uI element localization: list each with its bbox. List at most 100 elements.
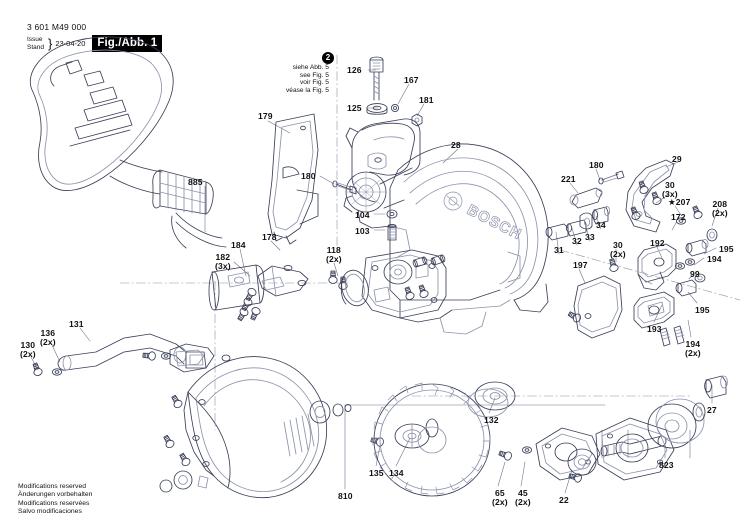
callout-132[interactable]: 132 bbox=[484, 415, 499, 425]
callout-number: 179 bbox=[258, 111, 273, 121]
figure-label: Fig./Abb. 1 bbox=[92, 35, 163, 52]
callout-134[interactable]: 134 bbox=[389, 468, 404, 478]
callout-179[interactable]: 179 bbox=[258, 111, 273, 121]
callout-number: 180 bbox=[589, 160, 604, 170]
callout-125[interactable]: 125 bbox=[347, 103, 362, 113]
callout-number: 136 bbox=[40, 328, 56, 338]
callout-quantity: (2x) bbox=[326, 254, 342, 265]
callout-number: 180 bbox=[301, 171, 316, 181]
callout-197[interactable]: 197 bbox=[573, 260, 588, 270]
callout-65[interactable]: 65(2x) bbox=[492, 488, 508, 508]
see-figure-en: see Fig. 5 bbox=[299, 71, 329, 79]
footer-line-es: Salvo modificaciones bbox=[18, 507, 82, 515]
footer-line-de: Änderungen vorbehalten bbox=[18, 491, 93, 499]
callout-quantity: (2x) bbox=[492, 497, 508, 508]
callout-33[interactable]: 33 bbox=[585, 232, 595, 242]
callout-130[interactable]: 130(2x) bbox=[20, 340, 36, 360]
callout-207[interactable]: ★207 bbox=[668, 197, 691, 207]
issue-label-de: Stand bbox=[27, 43, 44, 51]
callout-number: 130 bbox=[20, 340, 36, 350]
callout-number: 885 bbox=[188, 177, 203, 187]
svg-text:BOSCH: BOSCH bbox=[464, 201, 524, 243]
callout-22[interactable]: 22 bbox=[559, 495, 569, 505]
brace-glyph: } bbox=[48, 36, 53, 51]
callout-number: 178 bbox=[262, 232, 277, 242]
callout-number: 194 bbox=[707, 254, 722, 264]
callout-number: 208 bbox=[712, 199, 728, 209]
callout-30a[interactable]: 30(3x) bbox=[662, 180, 678, 200]
callout-181[interactable]: 181 bbox=[419, 95, 434, 105]
document-footer: Modifications reserved Änderungen vorbeh… bbox=[18, 483, 92, 516]
callout-180b[interactable]: 180 bbox=[589, 160, 604, 170]
callout-quantity: (2x) bbox=[685, 348, 701, 359]
issue-labels: Issue Stand bbox=[27, 36, 48, 50]
callout-810[interactable]: 810 bbox=[338, 491, 353, 501]
callout-number: 194 bbox=[685, 339, 701, 349]
callout-number: 45 bbox=[517, 488, 528, 498]
callout-number: 33 bbox=[585, 232, 595, 242]
callout-number: 195 bbox=[695, 305, 710, 315]
callout-885[interactable]: 885 bbox=[188, 177, 203, 187]
callout-195b[interactable]: 195 bbox=[695, 305, 710, 315]
callout-126[interactable]: 126 bbox=[347, 65, 362, 75]
callout-135[interactable]: 135 bbox=[369, 468, 384, 478]
callout-number: 31 bbox=[554, 245, 564, 255]
footer-line-fr: Modifications reservées bbox=[18, 499, 90, 507]
issue-row: Issue Stand } 23-04-20 Fig./Abb. 1 bbox=[27, 35, 163, 52]
callout-quantity: (2x) bbox=[515, 497, 531, 508]
callout-32[interactable]: 32 bbox=[572, 236, 582, 246]
callout-number: 195 bbox=[719, 244, 734, 254]
callout-31[interactable]: 31 bbox=[554, 245, 564, 255]
issue-date: 23-04-20 bbox=[55, 39, 86, 48]
callout-number: 103 bbox=[355, 226, 370, 236]
see-figure-es: véase la Fig. 5 bbox=[286, 86, 329, 94]
callout-103[interactable]: 103 bbox=[355, 226, 370, 236]
callout-30b[interactable]: 30(2x) bbox=[610, 240, 626, 260]
callout-number: 172 bbox=[671, 212, 686, 222]
callout-104[interactable]: 104 bbox=[355, 210, 370, 220]
callout-number: 32 bbox=[572, 236, 582, 246]
callout-194a[interactable]: 194 bbox=[707, 254, 722, 264]
callout-194b[interactable]: 194(2x) bbox=[685, 339, 701, 359]
callout-195a[interactable]: 195 bbox=[719, 244, 734, 254]
callout-number: 193 bbox=[647, 324, 662, 334]
callout-number: 823 bbox=[659, 460, 674, 470]
callout-27[interactable]: 27 bbox=[707, 405, 717, 415]
callout-131[interactable]: 131 bbox=[69, 319, 84, 329]
callout-quantity: (2x) bbox=[712, 208, 728, 219]
callout-number: 134 bbox=[389, 468, 404, 478]
callout-number: ★207 bbox=[668, 197, 691, 207]
callout-192[interactable]: 192 bbox=[650, 238, 665, 248]
callout-quantity: (3x) bbox=[215, 261, 231, 272]
footer-line-en: Modifications reserved bbox=[18, 483, 86, 490]
callout-184[interactable]: 184 bbox=[231, 240, 246, 250]
callout-182[interactable]: 182(3x) bbox=[215, 252, 231, 272]
callout-136[interactable]: 136(2x) bbox=[40, 328, 56, 348]
callout-99[interactable]: 99 bbox=[690, 269, 700, 279]
callout-45[interactable]: 45(2x) bbox=[515, 488, 531, 508]
callout-number: 104 bbox=[355, 210, 370, 220]
callout-178[interactable]: 178 bbox=[262, 232, 277, 242]
callout-number: 181 bbox=[419, 95, 434, 105]
callout-number: 126 bbox=[347, 65, 362, 75]
callout-823[interactable]: 823 bbox=[659, 460, 674, 470]
callout-180a[interactable]: 180 bbox=[301, 171, 316, 181]
see-figure-fr: voir Fig. 5 bbox=[299, 79, 329, 87]
callout-172[interactable]: 172 bbox=[671, 212, 686, 222]
callout-number: 131 bbox=[69, 319, 84, 329]
callout-28[interactable]: 28 bbox=[451, 140, 461, 150]
callout-193[interactable]: 193 bbox=[647, 324, 662, 334]
callout-number: 192 bbox=[650, 238, 665, 248]
callout-number: 135 bbox=[369, 468, 384, 478]
see-figure-note: siehe Abb. 5 see Fig. 5 voir Fig. 5 véas… bbox=[286, 64, 329, 94]
see-figure-badge: 2 bbox=[322, 52, 334, 64]
callout-167[interactable]: 167 bbox=[404, 75, 419, 85]
callout-118[interactable]: 118(2x) bbox=[326, 245, 342, 265]
callout-221[interactable]: 221 bbox=[561, 174, 576, 184]
callout-29[interactable]: 29 bbox=[672, 154, 682, 164]
callout-34[interactable]: 34 bbox=[596, 220, 606, 230]
callout-number: 27 bbox=[707, 405, 717, 415]
callout-208[interactable]: 208(2x) bbox=[712, 199, 728, 219]
